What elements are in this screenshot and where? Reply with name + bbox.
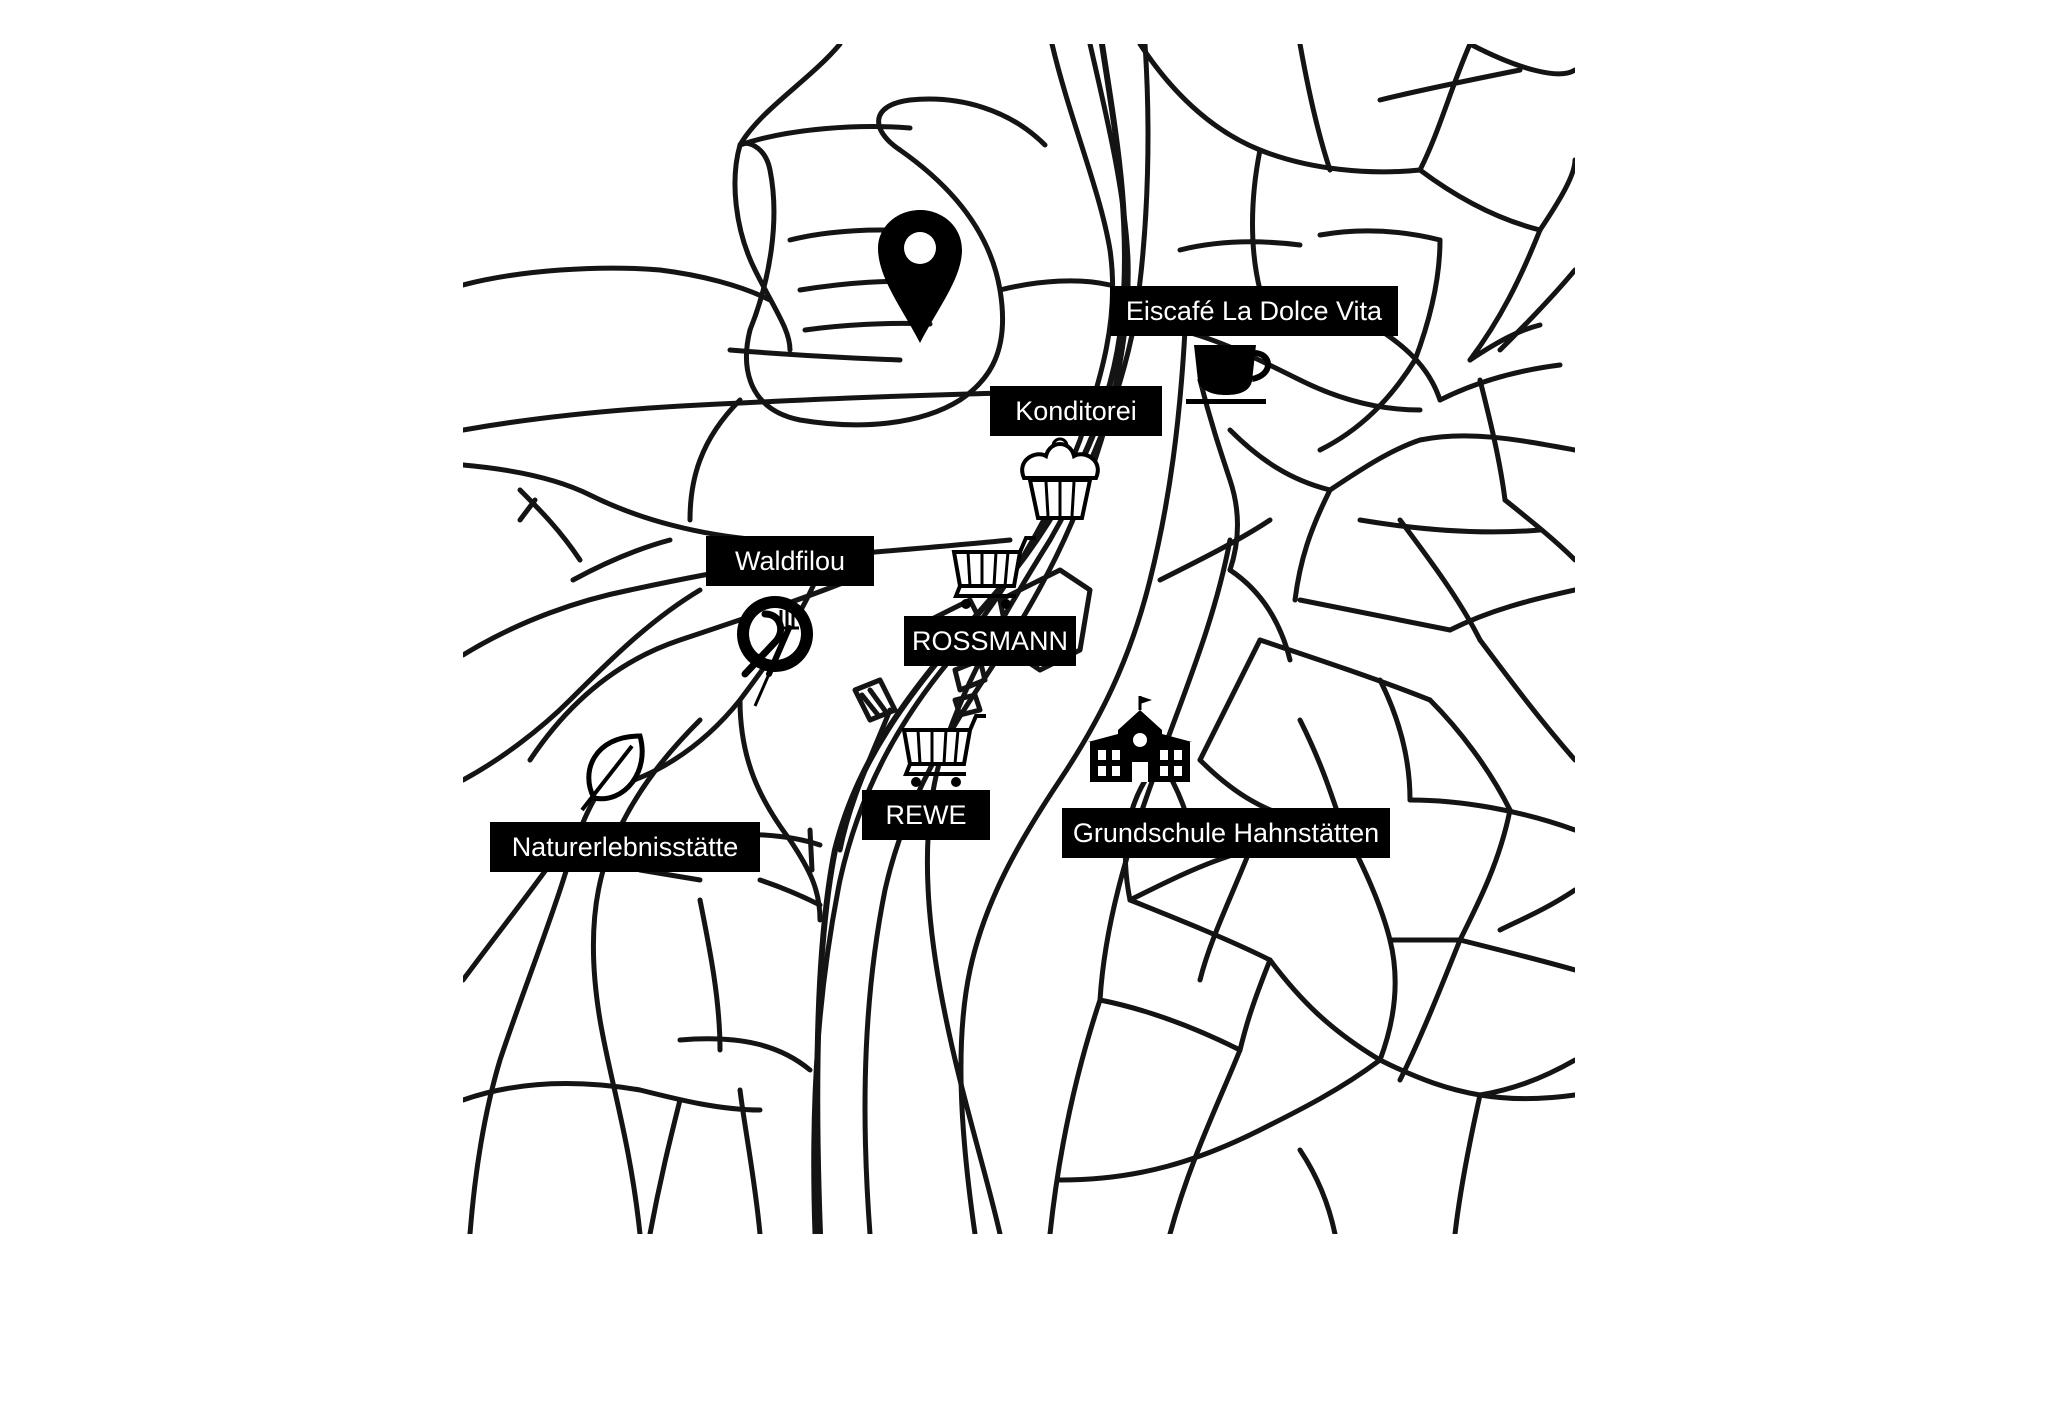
shopping-cart-icon[interactable] [901, 714, 986, 787]
label-grundschule: Grundschule Hahnstätten [1062, 808, 1390, 858]
cupcake-icon[interactable] [1020, 437, 1100, 520]
location-pin-icon[interactable] [878, 210, 962, 343]
label-rossmann: ROSSMANN [904, 616, 1076, 666]
school-building-icon[interactable] [1088, 696, 1192, 782]
label-rewe: REWE [862, 790, 990, 840]
leaf-icon[interactable] [580, 733, 645, 812]
label-naturerlebnisstaette: Naturerlebnisstätte [490, 822, 760, 872]
label-konditorei: Konditorei [990, 386, 1162, 436]
shopping-cart-icon[interactable] [951, 536, 1036, 609]
fork-knife-icon[interactable] [737, 596, 813, 707]
label-waldfilou: Waldfilou [706, 536, 874, 586]
label-eiscafe: Eiscafé La Dolce Vita [1110, 286, 1398, 336]
